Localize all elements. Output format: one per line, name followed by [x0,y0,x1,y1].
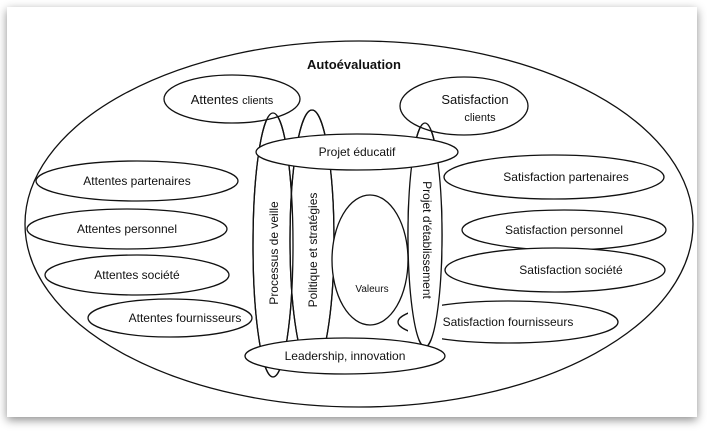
valeurs-ellipse [331,194,409,326]
attentes-fournisseurs-ellipse [87,298,253,338]
attentes-societe-label: Attentes société [94,268,180,282]
satisfaction-clients-sub: clients [464,112,496,124]
attentes-personnel-ellipse [26,208,228,250]
attentes-clients-label: Attentes clients [191,92,274,107]
satisfaction-partenaires-label: Satisfaction partenaires [503,170,628,184]
etablissement-cover [408,150,442,340]
attentes-fournisseurs-label: Attentes fournisseurs [129,311,242,325]
attentes-societe-ellipse [44,254,230,296]
satisfaction-societe-label: Satisfaction société [519,263,623,277]
satisfaction-clients-label: Satisfaction [441,92,508,107]
attentes-personnel-label: Attentes personnel [77,222,177,236]
satisfaction-personnel-label: Satisfaction personnel [505,223,623,237]
satisfaction-fournisseurs-label: Satisfaction fournisseurs [443,315,574,329]
veille-label: Processus de veille [267,201,281,305]
valeurs-label: Valeurs [355,284,388,295]
satisfaction-partenaires-ellipse [443,154,665,200]
leadership-ellipse [244,337,446,375]
diagram-title: Autoévaluation [307,57,401,72]
politique-label: Politique et stratégies [306,193,320,308]
etablissement-label: Projet d'établissement [420,181,434,299]
satisfaction-clients-ellipse [399,76,529,136]
projet-educatif-label: Projet éducatif [319,145,396,159]
satisfaction-fournisseurs-ellipse [397,300,619,344]
projet-educatif-ellipse [255,133,459,171]
attentes-partenaires-ellipse [35,160,239,202]
attentes-partenaires-label: Attentes partenaires [83,174,190,188]
satisfaction-societe-ellipse [444,247,666,293]
leadership-label: Leadership, innovation [285,349,406,363]
veille-outline [252,112,294,378]
attentes-clients-ellipse [163,74,301,124]
